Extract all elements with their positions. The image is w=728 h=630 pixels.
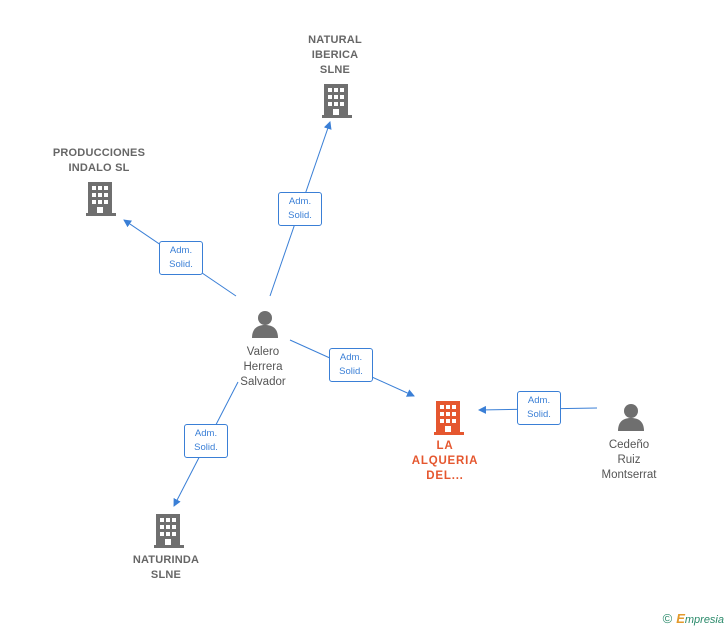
node-label-naturinda[interactable]: NATURINDA SLNE — [116, 553, 216, 583]
edge-label-line: Adm. — [194, 428, 218, 439]
node-label-valero[interactable]: Valero Herrera Salvador — [213, 345, 313, 390]
building-icon[interactable] — [322, 84, 352, 118]
node-label-line: Salvador — [240, 376, 286, 388]
node-label-cedeno[interactable]: Cedeño Ruiz Montserrat — [579, 438, 679, 483]
person-icon[interactable] — [618, 404, 644, 431]
copyright-icon: © — [662, 611, 673, 626]
node-label-line: SLNE — [150, 569, 182, 581]
footer-branding: © Empresia — [663, 611, 724, 626]
node-label-natural-iberica[interactable]: NATURAL IBERICA SLNE — [285, 33, 385, 78]
edge-label-line: Adm. — [288, 196, 312, 207]
edge-label-line: Solid. — [527, 409, 551, 420]
node-label-line: DEL... — [426, 470, 464, 482]
node-label-line: NATURINDA — [132, 554, 200, 566]
edge-label-line: Adm. — [339, 352, 363, 363]
edge-label-line: Adm. — [169, 245, 193, 256]
edge-label-line: Solid. — [288, 210, 312, 221]
brand-initial: E — [676, 611, 685, 626]
node-label-line: Montserrat — [601, 469, 657, 481]
brand-name: mpresia — [684, 614, 724, 626]
node-label-line: Ruiz — [617, 454, 641, 466]
building-icon-highlighted[interactable] — [434, 401, 464, 435]
edge-label-valero-naturinda[interactable]: Adm. Solid. — [184, 424, 228, 458]
edge-label-line: Solid. — [194, 442, 218, 453]
node-label-la-alqueria[interactable]: LA ALQUERIA DEL... — [395, 439, 495, 484]
edge-label-valero-producciones-indalo[interactable]: Adm. Solid. — [159, 241, 203, 275]
building-icon[interactable] — [86, 182, 116, 216]
building-icon[interactable] — [154, 514, 184, 548]
node-label-line: INDALO SL — [68, 162, 130, 174]
brand-logo[interactable]: Empresia — [676, 611, 724, 626]
edge-label-line: Adm. — [527, 395, 551, 406]
node-label-line: SLNE — [319, 64, 351, 76]
edge-label-line: Solid. — [169, 259, 193, 270]
person-icon[interactable] — [252, 311, 278, 338]
node-label-line: PRODUCCIONES — [52, 147, 146, 159]
node-label-line: Valero — [246, 346, 280, 358]
edge-label-cedeno-la-alqueria[interactable]: Adm. Solid. — [517, 391, 561, 425]
node-label-line: ALQUERIA — [411, 455, 479, 467]
node-label-line: IBERICA — [311, 49, 359, 61]
edge-label-line: Solid. — [339, 366, 363, 377]
node-label-line: NATURAL — [308, 34, 362, 46]
node-label-line: LA — [436, 440, 454, 452]
node-label-producciones-indalo[interactable]: PRODUCCIONES INDALO SL — [40, 146, 158, 176]
edge-label-valero-la-alqueria[interactable]: Adm. Solid. — [329, 348, 373, 382]
node-label-line: Herrera — [243, 361, 283, 373]
edge-label-valero-natural-iberica[interactable]: Adm. Solid. — [278, 192, 322, 226]
node-label-line: Cedeño — [608, 439, 650, 451]
